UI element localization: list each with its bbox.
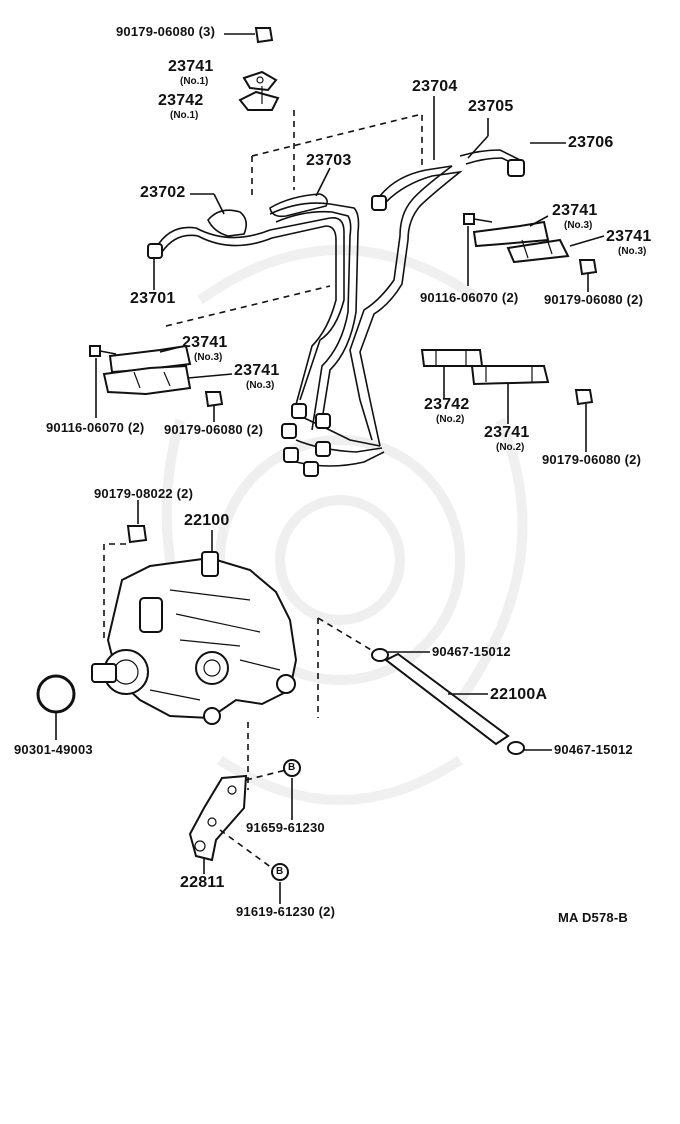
label-no3-left-b: (No.3): [246, 380, 275, 391]
label-91659-61230: 91659-61230: [246, 820, 325, 835]
clamp-23741-no1: [242, 70, 278, 92]
label-90179-06080-right: 90179-06080 (2): [544, 292, 644, 307]
label-90179-08022: 90179-08022 (2): [94, 486, 194, 501]
label-no1-a: (No.1): [180, 76, 209, 87]
label-22100a: 22100A: [490, 686, 548, 703]
label-91619-61230: 91619-61230 (2): [236, 904, 336, 919]
nut-90179-06080-left: [204, 391, 224, 408]
bolt-marker-b-bottom: [271, 863, 289, 881]
nut-90179-06080-right: [578, 259, 598, 276]
label-90179-06080-lower-right: 90179-06080 (2): [542, 452, 642, 467]
label-90179-06080-3: 90179-06080 (3): [116, 24, 216, 39]
label-22811: 22811: [180, 874, 225, 891]
label-no3-right-a: (No.3): [564, 220, 593, 231]
label-no2-a: (No.2): [436, 414, 465, 425]
label-22100: 22100: [184, 512, 230, 529]
clamps-23741-no3-left: [102, 344, 192, 396]
bolt-90116-06070-right: [463, 213, 493, 225]
label-23741-no3-left-b: 23741: [234, 362, 280, 379]
label-90467-15012-top: 90467-15012: [432, 644, 511, 659]
label-23702: 23702: [140, 184, 186, 201]
label-23742-no2: 23742: [424, 396, 470, 413]
label-23701: 23701: [130, 290, 176, 307]
label-23741-no3-right-b: 23741: [606, 228, 652, 245]
label-no2-b: (No.2): [496, 442, 525, 453]
nut-90179-08022: [126, 525, 148, 544]
label-23741-no2: 23741: [484, 424, 530, 441]
label-90116-06070-right: 90116-06070 (2): [420, 290, 519, 305]
diagram-code: MA D578-B: [558, 910, 628, 925]
marker-b-bottom: B: [276, 866, 284, 877]
marker-b-top: B: [288, 762, 296, 773]
o-ring-90301-49003: [36, 674, 76, 714]
hose-clamp-bottom: [507, 741, 525, 755]
label-23741-no1: 23741: [168, 58, 214, 75]
label-23703: 23703: [306, 152, 352, 169]
clamps-23741-no3-right: [472, 220, 570, 264]
label-90467-15012-bottom: 90467-15012: [554, 742, 633, 757]
label-23741-no3-right-a: 23741: [552, 202, 598, 219]
label-90116-06070-left: 90116-06070 (2): [46, 420, 145, 435]
label-23705: 23705: [468, 98, 514, 115]
clamp-23741-no2: [470, 365, 550, 386]
bolt-marker-b-top: [283, 759, 301, 777]
label-90301-49003: 90301-49003: [14, 742, 93, 757]
clamp-23742-no2: [420, 349, 484, 367]
label-no3-right-b: (No.3): [618, 246, 647, 257]
bracket-22811: [188, 774, 248, 862]
nut-90179-06080-lower-right: [574, 389, 594, 406]
label-23742-no1: 23742: [158, 92, 204, 109]
injection-pipes: [155, 149, 521, 467]
label-no3-left-a: (No.3): [194, 352, 223, 363]
label-23706: 23706: [568, 134, 614, 151]
label-no1-b: (No.1): [170, 110, 199, 121]
label-90179-06080-left: 90179-06080 (2): [164, 422, 264, 437]
label-23741-no3-left-a: 23741: [182, 334, 228, 351]
pipe-end-nuts: [147, 159, 525, 477]
bolt-90116-06070-left: [89, 345, 117, 357]
hose-22100a: [384, 652, 510, 746]
hose-clamp-top: [371, 648, 389, 662]
clamp-23742-no1: [238, 86, 280, 111]
label-23704: 23704: [412, 78, 458, 95]
nut-90179-06080-top: [254, 27, 274, 44]
injection-pump-22100: [91, 551, 298, 725]
